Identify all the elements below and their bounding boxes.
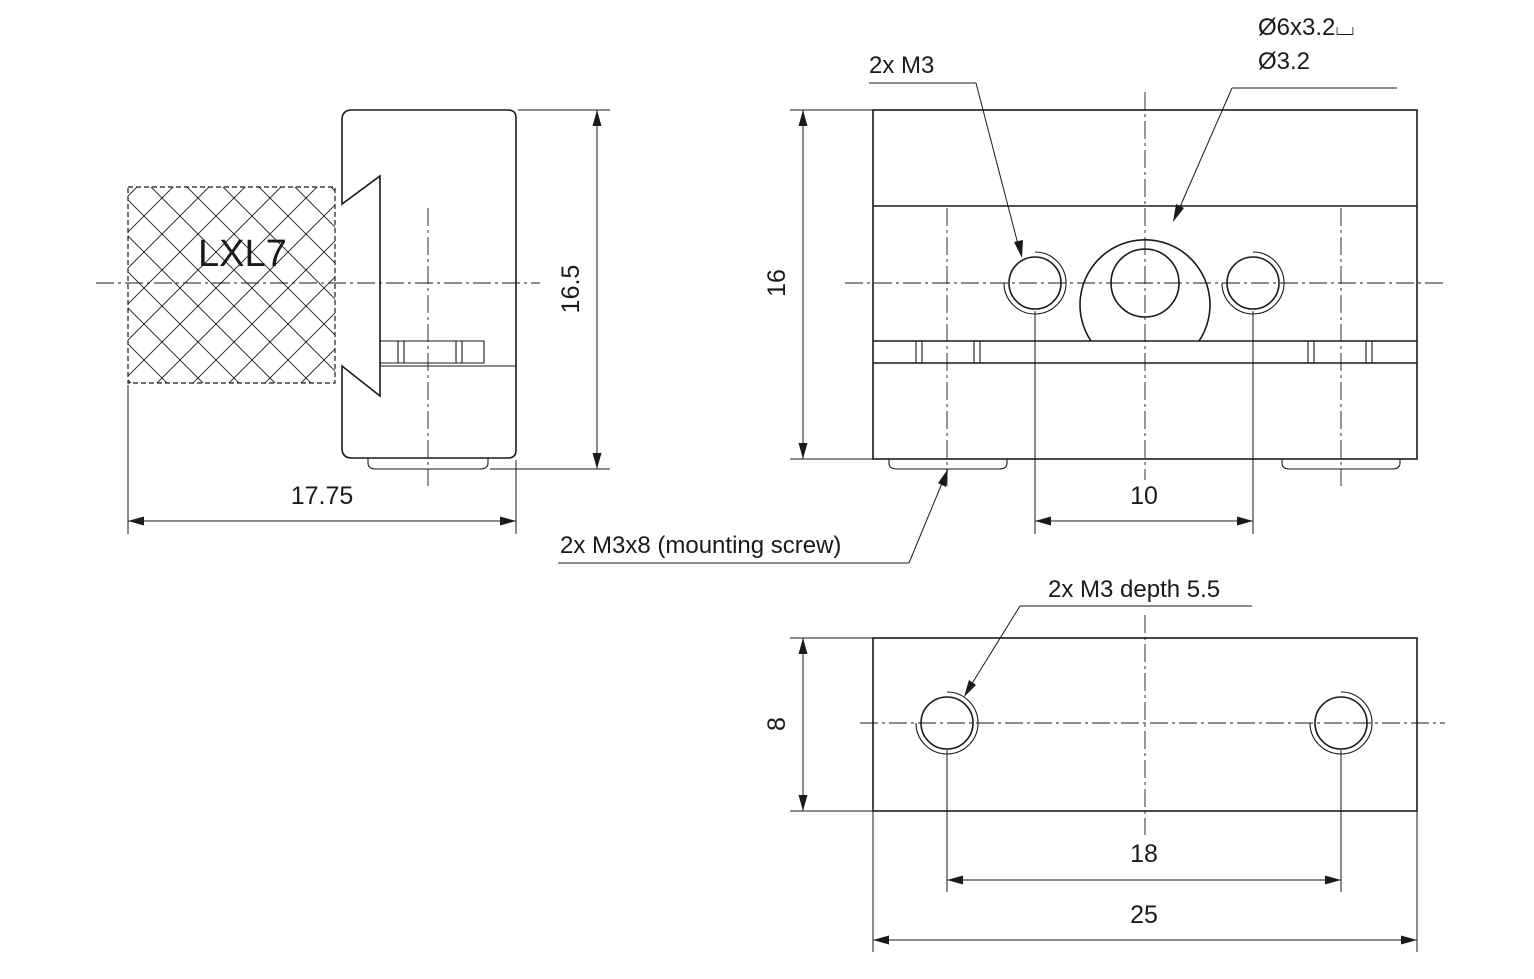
dim-text-height-8: 8 (763, 717, 791, 731)
dim-arrow (947, 875, 963, 885)
leader-arrow (938, 469, 948, 487)
dim-text-height-16-5: 16.5 (557, 265, 585, 314)
leader-line (908, 475, 946, 564)
front-thread-right (1221, 251, 1285, 315)
dim-arrow (798, 443, 808, 459)
dim-arrow (592, 110, 602, 126)
dim-arrow (1035, 516, 1051, 526)
dim-text-height-16: 16 (763, 269, 791, 297)
dim-text-width-25: 25 (1130, 901, 1158, 929)
belt-label: LXL7 (198, 233, 287, 275)
leader-arrow (964, 680, 976, 697)
dim-arrow (798, 110, 808, 126)
dim-arrow (798, 638, 808, 654)
dim-arrow (873, 935, 889, 945)
bottom-view: 2x M3 depth 5.5 8 18 25 (763, 576, 1445, 952)
side-slot (380, 340, 516, 367)
belt-profile (127, 186, 336, 384)
dim-arrow (592, 453, 602, 469)
front-slot-nuts (915, 341, 1373, 363)
callout-counterbore-line2: Ø3.2 (1258, 48, 1310, 75)
callout-m3-depth: 2x M3 depth 5.5 (1048, 576, 1220, 603)
leader-line (1175, 87, 1233, 217)
leader-arrow (1014, 240, 1023, 258)
bottom-thread-right (1309, 691, 1373, 755)
leader-line (967, 605, 1021, 691)
dim-arrow (1325, 875, 1341, 885)
front-view: 2x M3 Ø6x3.2⌴ Ø3.2 16 10 2x M3x8 (mounti… (558, 14, 1445, 564)
side-block-outline (341, 109, 517, 459)
front-screw-head-left (888, 459, 1008, 470)
callout-2x-m3: 2x M3 (869, 52, 934, 79)
front-thread-left (1003, 251, 1067, 315)
dim-text-length-17-75: 17.75 (291, 482, 354, 510)
dim-text-spacing-18: 18 (1130, 840, 1158, 868)
callout-mounting-screw: 2x M3x8 (mounting screw) (560, 532, 841, 559)
dim-text-spacing-10: 10 (1130, 482, 1158, 510)
dim-arrow (1401, 935, 1417, 945)
dim-arrow (1237, 516, 1253, 526)
dim-arrow (798, 795, 808, 811)
dim-arrow (500, 516, 516, 526)
leader-line (975, 82, 1021, 253)
side-view: LXL7 16.5 17.75 (96, 109, 610, 534)
callout-counterbore-line1: Ø6x3.2⌴ (1258, 14, 1355, 41)
dim-arrow (128, 516, 144, 526)
leader-arrow (1173, 204, 1184, 222)
bottom-thread-left (915, 691, 979, 755)
